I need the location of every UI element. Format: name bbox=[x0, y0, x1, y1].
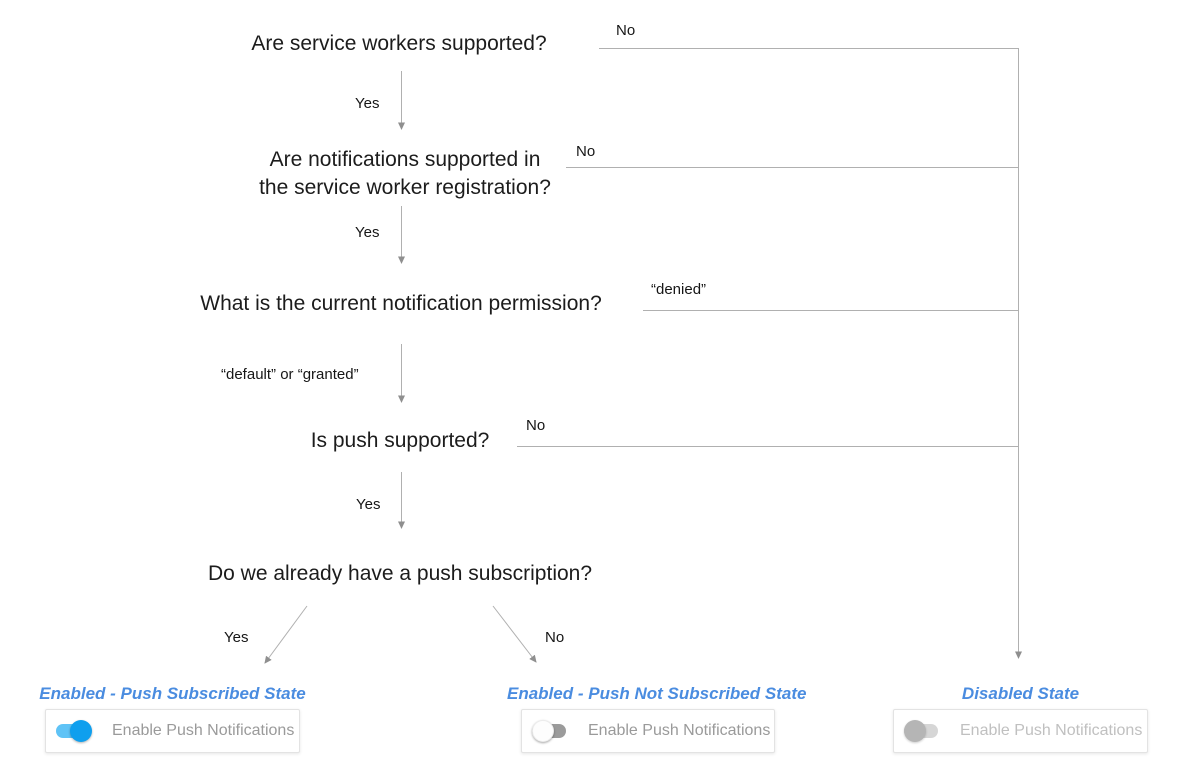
edge-q5-no bbox=[492, 605, 537, 663]
push-toggle-card: Enable Push Notifications bbox=[45, 709, 300, 753]
toggle-label: Enable Push Notifications bbox=[960, 722, 1143, 739]
edge-label-q2-yes: Yes bbox=[355, 224, 380, 241]
push-toggle-card: Enable Push Notifications bbox=[521, 709, 775, 753]
edge-label-q3-default-granted: “default” or “granted” bbox=[221, 366, 359, 383]
state-title: Enabled - Push Not Subscribed State bbox=[507, 684, 807, 703]
toggle-label: Enable Push Notifications bbox=[588, 722, 771, 739]
toggle-label: Enable Push Notifications bbox=[112, 722, 295, 739]
push-toggle-switch-off[interactable] bbox=[532, 720, 568, 742]
edge-label-q1-yes: Yes bbox=[355, 95, 380, 112]
state-title: Disabled State bbox=[961, 684, 1080, 703]
question-service-workers-supported: Are service workers supported? bbox=[251, 32, 547, 55]
push-toggle-switch-on[interactable] bbox=[56, 720, 92, 742]
toggle-knob bbox=[904, 720, 926, 742]
toggle-knob bbox=[532, 720, 554, 742]
question-notification-permission: What is the current notification permiss… bbox=[200, 292, 602, 315]
question-push-supported: Is push supported? bbox=[310, 429, 490, 452]
question-notifications-supported-line2: the service worker registration? bbox=[259, 176, 551, 199]
state-enabled-push-not-subscribed: Enabled - Push Not Subscribed State Enab… bbox=[507, 684, 807, 753]
edge-label-q5-no: No bbox=[545, 629, 565, 646]
question-push-subscription: Do we already have a push subscription? bbox=[207, 562, 593, 585]
edge-label-q1-no: No bbox=[616, 22, 636, 39]
edge-label-q5-yes: Yes bbox=[224, 629, 249, 646]
question-notifications-supported: Are notifications supported in the servi… bbox=[225, 146, 585, 202]
edge-label-q3-denied: “denied” bbox=[651, 281, 707, 298]
edge-label-q4-no: No bbox=[526, 417, 546, 434]
state-disabled: Disabled State Enable Push Notifications bbox=[880, 684, 1161, 753]
push-toggle-switch-disabled bbox=[904, 720, 940, 742]
state-title: Enabled - Push Subscribed State bbox=[39, 684, 306, 703]
state-enabled-push-subscribed: Enabled - Push Subscribed State Enable P… bbox=[32, 684, 313, 753]
edge-label-q4-yes: Yes bbox=[356, 496, 381, 513]
toggle-knob bbox=[70, 720, 92, 742]
edge-q5-yes bbox=[264, 605, 308, 664]
edge-label-q2-no: No bbox=[576, 143, 596, 160]
question-notifications-supported-line1: Are notifications supported in bbox=[269, 148, 541, 171]
edge-q1-no-to-disabled bbox=[599, 48, 1022, 659]
push-toggle-card: Enable Push Notifications bbox=[893, 709, 1148, 753]
